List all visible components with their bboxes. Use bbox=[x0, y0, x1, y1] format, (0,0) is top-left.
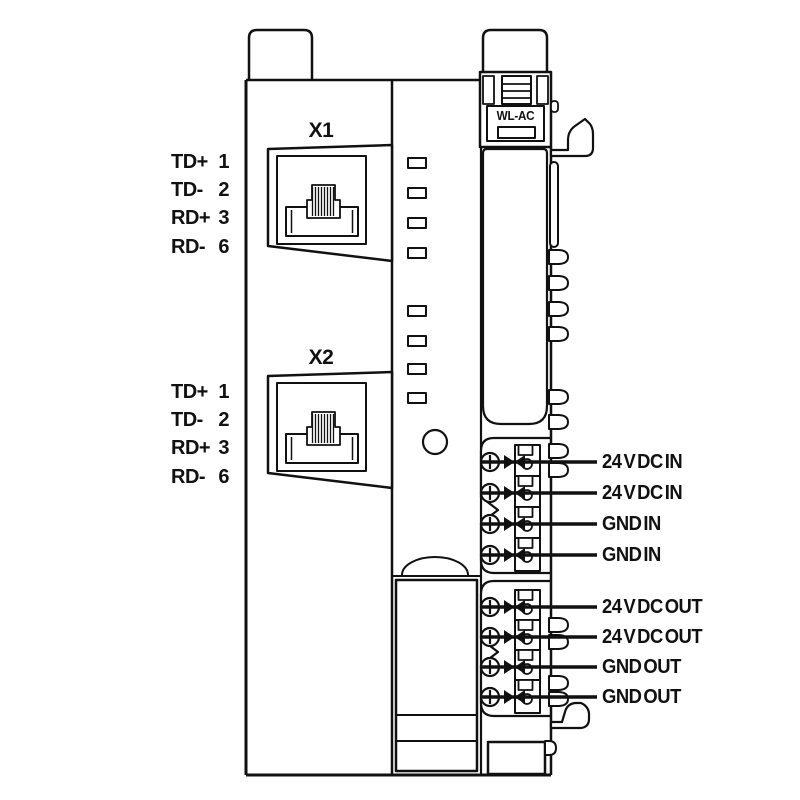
service-button bbox=[421, 428, 449, 456]
bus-contacts bbox=[548, 117, 595, 730]
pin-row: RD+ 3 bbox=[171, 435, 229, 463]
pin-row: TD- 2 bbox=[171, 176, 229, 204]
pin-row: RD+ 3 bbox=[171, 205, 229, 233]
pin-number: 2 bbox=[218, 178, 229, 201]
release-dome bbox=[401, 556, 469, 576]
bottom-elements bbox=[392, 556, 557, 776]
pin-row: TD+ 1 bbox=[171, 378, 229, 406]
pin-signal: RD+ bbox=[171, 437, 211, 460]
terminal-label-24vdc-out-2: 24 V DC OUT bbox=[602, 626, 703, 648]
terminal-label-24vdc-in-1: 24 V DC IN bbox=[602, 451, 683, 473]
pin-number: 1 bbox=[218, 380, 229, 403]
top-tab-left bbox=[247, 28, 314, 80]
terminal-label-24vdc-out-1: 24 V DC OUT bbox=[602, 596, 703, 618]
release-tab bbox=[394, 578, 479, 773]
led-column bbox=[407, 157, 449, 456]
terminal-label-gnd-out-1: GND OUT bbox=[602, 656, 681, 678]
pin-signal: RD+ bbox=[171, 207, 211, 230]
rj45-port-x1 bbox=[266, 143, 394, 263]
pin-signal: RD- bbox=[171, 235, 206, 258]
side-panel bbox=[481, 147, 549, 426]
terminal-label-gnd-out-2: GND OUT bbox=[602, 686, 681, 708]
port-label-x2: X2 bbox=[308, 346, 334, 369]
pin-table-x2: TD+ 1 TD- 2 RD+ 3 RD- 6 bbox=[171, 378, 229, 491]
pin-row: RD- 6 bbox=[171, 463, 229, 491]
pin-row: TD+ 1 bbox=[171, 148, 229, 176]
top-claw bbox=[549, 117, 595, 158]
pin-table-x1: TD+ 1 TD- 2 RD+ 3 RD- 6 bbox=[171, 148, 229, 261]
latch-ladder bbox=[501, 75, 532, 105]
leader-lines bbox=[481, 460, 597, 699]
wlac-details bbox=[482, 75, 559, 142]
top-tab-right bbox=[481, 28, 549, 72]
marking-field bbox=[486, 105, 545, 142]
pin-number: 2 bbox=[218, 408, 229, 431]
pin-number: 6 bbox=[218, 235, 229, 258]
pin-number: 3 bbox=[218, 207, 229, 230]
pin-signal: TD- bbox=[171, 408, 203, 431]
edge-slot bbox=[549, 161, 559, 248]
pin-number: 1 bbox=[218, 150, 229, 173]
pin-number: 6 bbox=[218, 465, 229, 488]
pin-signal: TD+ bbox=[171, 380, 208, 403]
pin-row: TD- 2 bbox=[171, 406, 229, 434]
pin-signal: RD- bbox=[171, 465, 206, 488]
terminal-label-gnd-in-1: GND IN bbox=[602, 513, 661, 535]
pin-signal: TD+ bbox=[171, 150, 208, 173]
pin-signal: TD- bbox=[171, 178, 203, 201]
terminal-label-gnd-in-2: GND IN bbox=[602, 544, 661, 566]
module-marking: WL-AC bbox=[496, 108, 535, 123]
terminal-label-24vdc-in-2: 24 V DC IN bbox=[602, 482, 683, 504]
port-label-x1: X1 bbox=[308, 119, 334, 142]
pin-row: RD- 6 bbox=[171, 233, 229, 261]
bottom-foot bbox=[486, 740, 547, 776]
rj45-port-x2 bbox=[266, 370, 394, 490]
pin-number: 3 bbox=[218, 437, 229, 460]
bottom-claw bbox=[549, 701, 591, 730]
